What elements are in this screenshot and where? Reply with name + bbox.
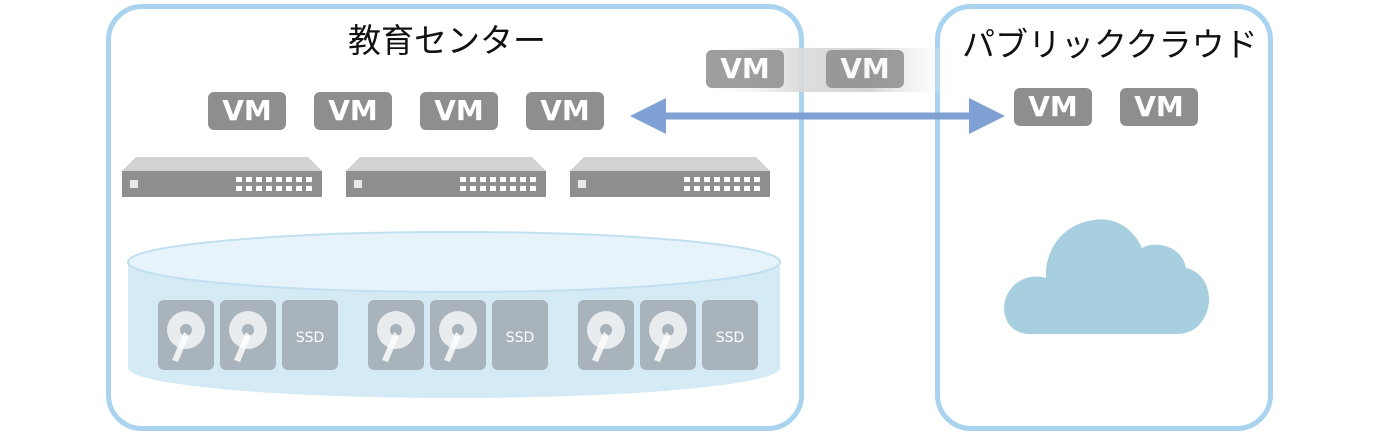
ssd-drive-icon — [492, 300, 548, 370]
disk-arm — [654, 332, 671, 362]
disk-spindle — [600, 324, 612, 336]
public-cloud-box — [935, 4, 1273, 431]
vm-badge: VM — [1014, 88, 1092, 126]
ssd-label: SSD — [716, 330, 745, 346]
drive-array: SSD SSD SSD — [158, 300, 758, 370]
network-switch — [570, 157, 770, 197]
public-cloud-title: パブリッククラウド — [962, 25, 1258, 64]
ssd-drive-icon — [282, 300, 338, 370]
migration-arrow — [630, 98, 1005, 134]
ssd-drive-icon — [702, 300, 758, 370]
vm-badge: VM — [1120, 88, 1198, 126]
disk-spindle — [452, 324, 464, 336]
disk-arm — [444, 332, 461, 362]
disk-arm — [234, 332, 251, 362]
vm-badge: VM — [314, 92, 392, 130]
ssd-label: SSD — [506, 330, 535, 346]
network-switch — [122, 157, 322, 197]
vm-badge: VM — [526, 92, 604, 130]
migrating-vm-badge: VM — [826, 50, 904, 88]
disk-spindle — [180, 324, 192, 336]
cloud-icon — [1004, 219, 1210, 334]
migrating-vm-badge: VM — [706, 50, 784, 88]
vm-badge: VM — [208, 92, 286, 130]
vm-badge: VM — [420, 92, 498, 130]
ssd-label: SSD — [296, 330, 325, 346]
disk-spindle — [662, 324, 674, 336]
disk-arm — [172, 332, 189, 362]
network-switch — [346, 157, 546, 197]
disk-spindle — [242, 324, 254, 336]
disk-arm — [382, 332, 399, 362]
disk-arm — [592, 332, 609, 362]
education-center-title: 教育センター — [348, 21, 546, 60]
disk-spindle — [390, 324, 402, 336]
